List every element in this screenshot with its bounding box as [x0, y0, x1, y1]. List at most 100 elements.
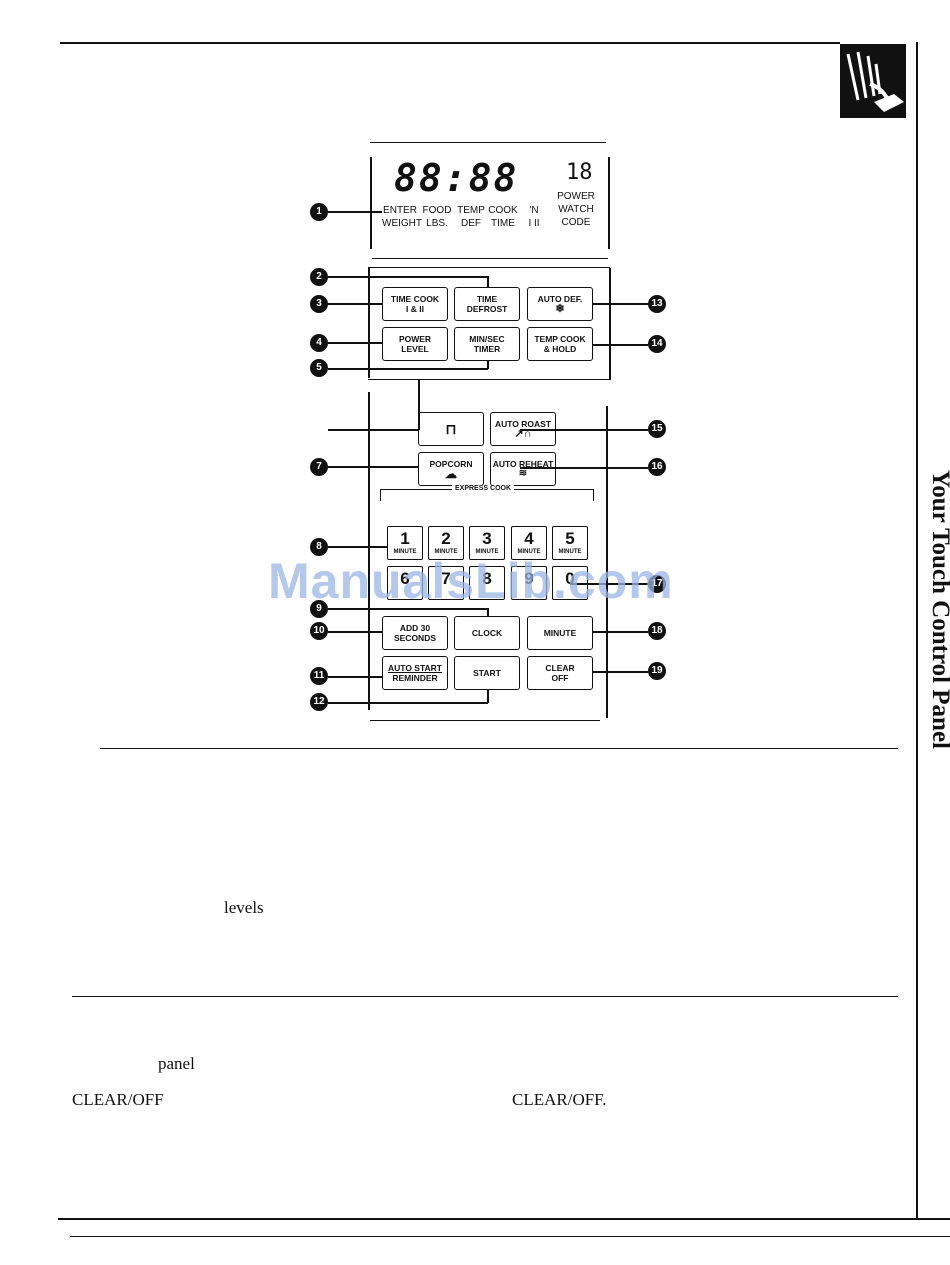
callout-16: 16 [648, 458, 666, 476]
callout-9: 9 [310, 600, 328, 618]
number-6-button[interactable]: 6 [387, 566, 423, 600]
number-9-button[interactable]: 9 [511, 566, 547, 600]
callout-14: 14 [648, 335, 666, 353]
callout-9-leader-drop [487, 608, 489, 617]
snowflake-icon: ❄ [555, 303, 565, 315]
callout-19-leader [592, 671, 648, 673]
touch-hand-icon [840, 44, 906, 118]
number-7-button[interactable]: 7 [428, 566, 464, 600]
temp-cook-hold-button[interactable]: TEMP COOK& HOLD [527, 327, 593, 361]
callout-5-leader [328, 368, 488, 370]
callout-2-leader [328, 276, 488, 278]
popcorn-button[interactable]: POPCORN ☁ [418, 452, 484, 486]
callout-7: 7 [310, 458, 328, 476]
callout-18-leader [592, 631, 648, 633]
callout-16-leader [520, 467, 648, 469]
keypad-mid-rule [368, 379, 610, 380]
express-cook-bracket-right [593, 489, 594, 501]
callout-11-leader [328, 676, 383, 678]
callout-9-leader [328, 608, 488, 610]
body-text-levels: levels [224, 898, 264, 917]
unlabeled-food-button[interactable]: ⊓ [418, 412, 484, 446]
keypad-left-edge-2 [368, 392, 370, 710]
callout-19: 19 [648, 662, 666, 680]
callout-4-leader [328, 342, 383, 344]
callout-1-leader [328, 211, 382, 213]
body-text-clear-off-1: CLEAR/OFF [72, 1090, 164, 1109]
callout-8-leader [328, 546, 388, 548]
callout-12-leader-rise [487, 690, 489, 703]
display-digits: 88:88 [394, 156, 519, 200]
callout-8: 8 [310, 538, 328, 556]
callout-13-leader [592, 303, 648, 305]
keypad-left-edge-1 [368, 268, 370, 378]
callout-15-leader [520, 429, 648, 431]
callout-10: 10 [310, 622, 328, 640]
top-rule [60, 42, 840, 44]
keypad-right-edge-2 [606, 406, 608, 718]
keypad-right-edge-1 [609, 268, 611, 380]
callout-10-leader [328, 631, 383, 633]
callout-6-leader-rise [418, 380, 420, 430]
bottom-rule [58, 1218, 950, 1220]
footer-rule [70, 1236, 950, 1237]
popcorn-icon: ☁ [445, 467, 457, 481]
roast-thermometer-icon: ↗∩ [514, 428, 532, 440]
callout-2: 2 [310, 268, 328, 286]
display-small-digit: 18 [566, 160, 593, 185]
callout-17-leader [570, 583, 648, 585]
callout-6-leader [328, 429, 418, 431]
callout-11: 11 [310, 667, 328, 685]
display-top-rule [370, 142, 606, 143]
callout-12-leader [328, 702, 488, 704]
callout-5: 5 [310, 359, 328, 377]
callout-17: 17 [648, 575, 666, 593]
callout-7-leader [328, 466, 418, 468]
callout-18: 18 [648, 622, 666, 640]
auto-def-button[interactable]: AUTO DEF. ❄ [527, 287, 593, 321]
body-text-clear-off-2: CLEAR/OFF. [512, 1090, 607, 1109]
number-8-button[interactable]: 8 [469, 566, 505, 600]
callout-3-leader [328, 303, 383, 305]
reheat-plate-icon: ≋ [518, 468, 528, 479]
start-button[interactable]: START [454, 656, 520, 690]
minute-button[interactable]: MINUTE [527, 616, 593, 650]
clock-button[interactable]: CLOCK [454, 616, 520, 650]
section-rule-2 [72, 996, 898, 997]
auto-reheat-button[interactable]: AUTO REHEAT ≋ [490, 452, 556, 486]
display-left-edge [370, 157, 372, 249]
callout-3: 3 [310, 295, 328, 313]
food-container-icon: ⊓ [445, 421, 457, 437]
section-rule-1 [100, 748, 898, 749]
callout-15: 15 [648, 420, 666, 438]
callout-2-leader-drop [487, 276, 489, 288]
display-bottom-rule [372, 258, 608, 259]
callout-12: 12 [310, 693, 328, 711]
watermark: ManualsLib.com [268, 553, 674, 609]
callout-5-leader-rise [487, 360, 489, 369]
keypad-bottom-rule [370, 720, 600, 721]
callout-4: 4 [310, 334, 328, 352]
callout-14-leader [592, 344, 648, 346]
express-cook-bracket-left [380, 489, 381, 501]
display-right-edge [608, 157, 610, 249]
